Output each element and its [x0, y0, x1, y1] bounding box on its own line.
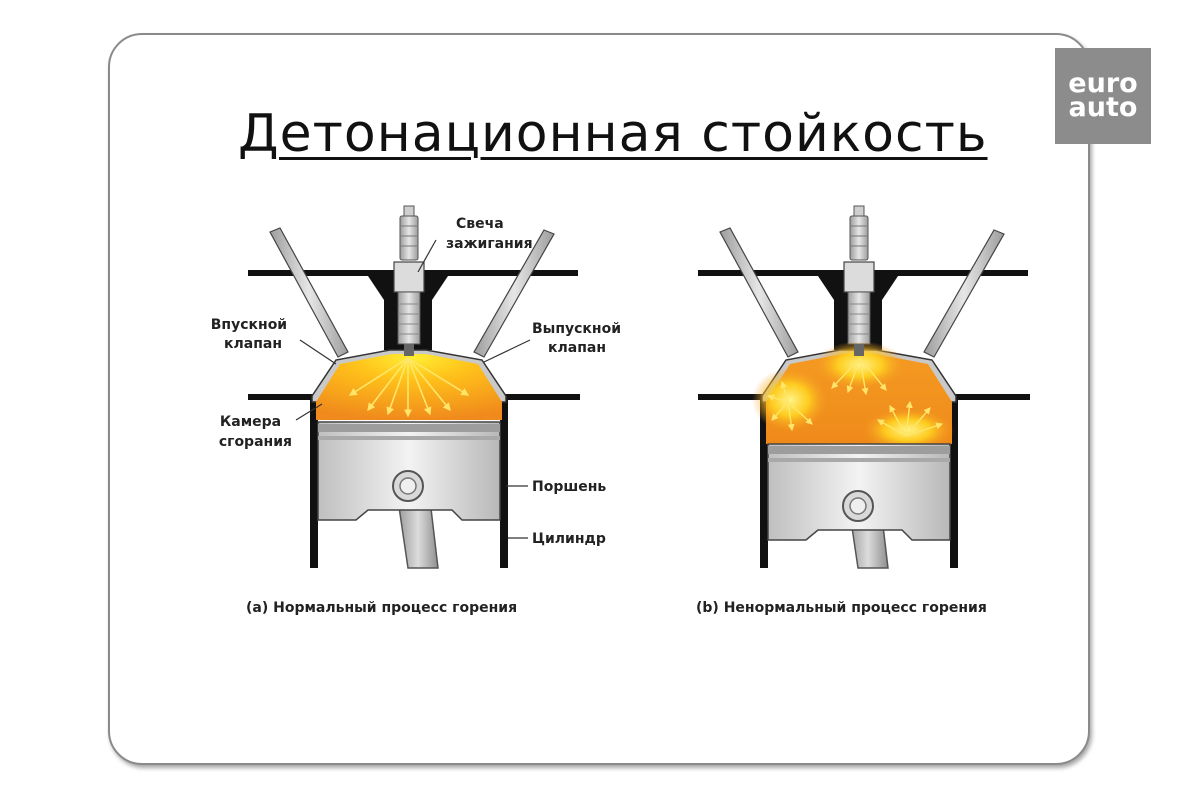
flame-normal — [316, 354, 502, 420]
logo-line-1: euro — [1068, 68, 1138, 99]
slide-title: Детонационная стойкость — [238, 104, 988, 164]
engine-abnormal — [697, 205, 1031, 569]
label-combustion-chamber: Камера сгорания — [219, 414, 292, 450]
label-intake-valve: Впускной клапан — [211, 317, 292, 352]
label-cylinder: Цилиндр — [532, 531, 606, 547]
logo-line-2: auto — [1068, 92, 1138, 123]
leader-lines — [295, 239, 531, 539]
label-spark-plug: Свеча зажигания — [446, 216, 533, 252]
euroauto-logo: euro auto — [1055, 48, 1151, 144]
flame-arrows — [348, 357, 470, 418]
caption-abnormal: (b) Ненормальный процесс горения — [696, 600, 987, 616]
label-exhaust-valve: Выпускной клапан — [532, 321, 626, 356]
caption-normal: (a) Нормальный процесс горения — [246, 600, 517, 616]
engine-normal — [247, 205, 581, 569]
label-piston: Поршень — [532, 479, 606, 495]
